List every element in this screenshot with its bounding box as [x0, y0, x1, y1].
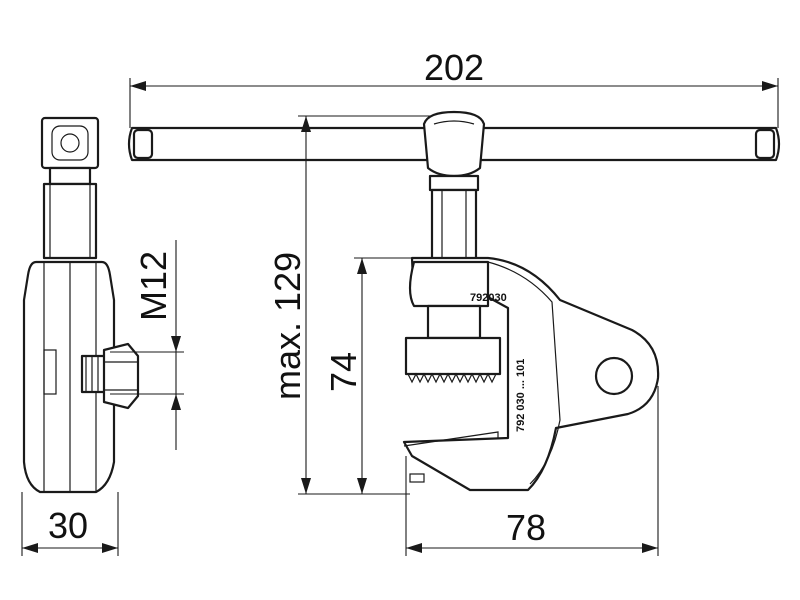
dimension-lines — [21, 78, 779, 556]
dim-overall-length: 202 — [424, 47, 484, 88]
dim-jaw-height: 74 — [323, 352, 364, 392]
part-number-side: 792 030 ... 101 — [515, 359, 527, 432]
dim-max-height: max. 129 — [267, 252, 308, 400]
dim-jaw-depth: 78 — [506, 507, 546, 548]
front-view — [127, 110, 781, 492]
part-number-top: 792030 — [470, 292, 507, 304]
dim-side-width: 30 — [48, 505, 88, 546]
dim-thread: M12 — [133, 251, 174, 321]
side-view — [22, 116, 140, 494]
